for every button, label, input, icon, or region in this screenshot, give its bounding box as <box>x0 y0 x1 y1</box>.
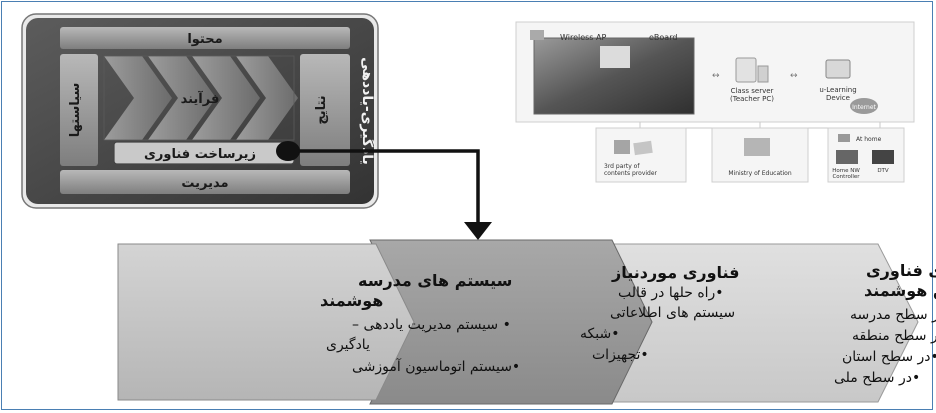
arrow-right-title-1: راه حلهای فناوری <box>866 261 936 280</box>
arrow-middle-item-2: سیستم های اطلاعاتی <box>610 305 735 321</box>
classroom-board <box>600 46 630 68</box>
arrow-left-item-3: •سیستم اتوماسیون آموزشی <box>352 358 520 375</box>
chevron-2 <box>148 56 216 140</box>
chevron-1 <box>104 56 172 140</box>
teacher-pc-label: (Teacher PC) <box>730 95 774 103</box>
framework-panel: یادگیری-یاددهی محتوا سیاستها نتایج فرآین… <box>21 13 379 209</box>
solution-arrows <box>117 239 919 405</box>
arrow-right-text: راه حلهای فناوری مدارس هوشمند •در سطح مد… <box>834 261 936 386</box>
arrow-middle-item-3: •شبکه <box>580 326 619 342</box>
connector-arrowhead <box>464 222 492 240</box>
class-server-tower-icon <box>757 65 769 83</box>
chevron-3 <box>192 56 260 140</box>
policies-label: سیاستها <box>68 83 83 138</box>
management-band <box>60 170 350 194</box>
results-column <box>300 54 350 166</box>
link-arrow-1: ↔ <box>712 71 720 81</box>
class-server-label: Class server <box>731 87 774 95</box>
content-band <box>60 27 350 49</box>
arrow-middle-title: فناوری موردنیاز <box>611 263 740 282</box>
chevron-4 <box>236 56 298 140</box>
wireless-ap-label: Wireless AP <box>560 33 606 42</box>
results-label: نتایج <box>314 95 329 124</box>
arrow-right-item-3: •در سطح استان <box>842 349 936 365</box>
dtv-label: DTV <box>877 168 889 174</box>
internet-label: Internet <box>852 104 876 111</box>
arrow-left-shape <box>117 243 415 401</box>
controller-label: Controller <box>832 174 860 180</box>
arrow-middle-item-4: •تجهیزات <box>592 347 649 363</box>
ulearning-label: u-Learning <box>819 86 856 94</box>
arrow-left-title-1: سیستم های مدرسه <box>358 271 512 290</box>
arrow-right-item-2: •در سطح منطقه <box>852 328 936 344</box>
arrow-middle-item-1: •راه حلها در قالب <box>618 285 724 301</box>
wireless-ap-icon <box>530 30 544 40</box>
process-label: فرآیند <box>181 90 220 107</box>
dtv-icon <box>872 150 894 164</box>
link-arrow-2: ↔ <box>790 71 798 81</box>
chevron-area-outline <box>103 55 295 141</box>
network-diagram: Wireless AP eBoard ↔ Class server (Teach… <box>515 21 915 183</box>
provider-box <box>595 127 687 183</box>
connector <box>276 141 492 240</box>
at-home-label: At home <box>856 136 882 143</box>
arrow-right-item-1: •در سطح مدرسه <box>850 307 936 323</box>
arrow-right-item-4: •در سطح ملی <box>834 370 920 386</box>
home-controller-icon <box>836 150 858 164</box>
eboard-label: eBoard <box>649 33 677 42</box>
arrow-left-item-1: • سیستم مدیریت یاددهی – <box>352 317 511 333</box>
content-band-label: محتوا <box>187 32 222 47</box>
arrow-left-item-2: یادگیری <box>326 336 370 353</box>
connector-dot <box>276 141 300 161</box>
process-chevrons <box>103 55 298 141</box>
provider-label-1: 3rd party of <box>604 163 640 170</box>
ulearning-device-icon <box>825 59 851 79</box>
arrow-middle-text: فناوری موردنیاز •راه حلها در قالب سیستم … <box>580 263 740 363</box>
provider-icon <box>614 140 630 154</box>
device-label: Device <box>826 94 850 102</box>
arrow-right-title-2: مدارس هوشمند <box>864 281 936 300</box>
arrow-left-text: سیستم های مدرسه هوشمند • سیستم مدیریت یا… <box>320 271 520 375</box>
infrastructure-label: زیرساخت فناوری <box>144 147 256 162</box>
provider-doc-icon <box>633 140 653 156</box>
home-nw-label: Home NW <box>832 168 860 174</box>
framework-outer-label: یادگیری-یاددهی <box>359 57 376 165</box>
management-label: مدیریت <box>181 176 228 191</box>
arrow-left-title-2: هوشمند <box>320 291 383 310</box>
internet-cloud-icon <box>850 98 878 114</box>
connector-line <box>298 149 480 224</box>
ministry-label: Ministry of Education <box>728 170 791 177</box>
class-server-icon <box>735 57 757 83</box>
home-ap-icon <box>838 134 850 142</box>
provider-label-2: contents provider <box>604 170 658 177</box>
ministry-building-icon <box>744 138 770 156</box>
policies-column <box>60 54 98 166</box>
